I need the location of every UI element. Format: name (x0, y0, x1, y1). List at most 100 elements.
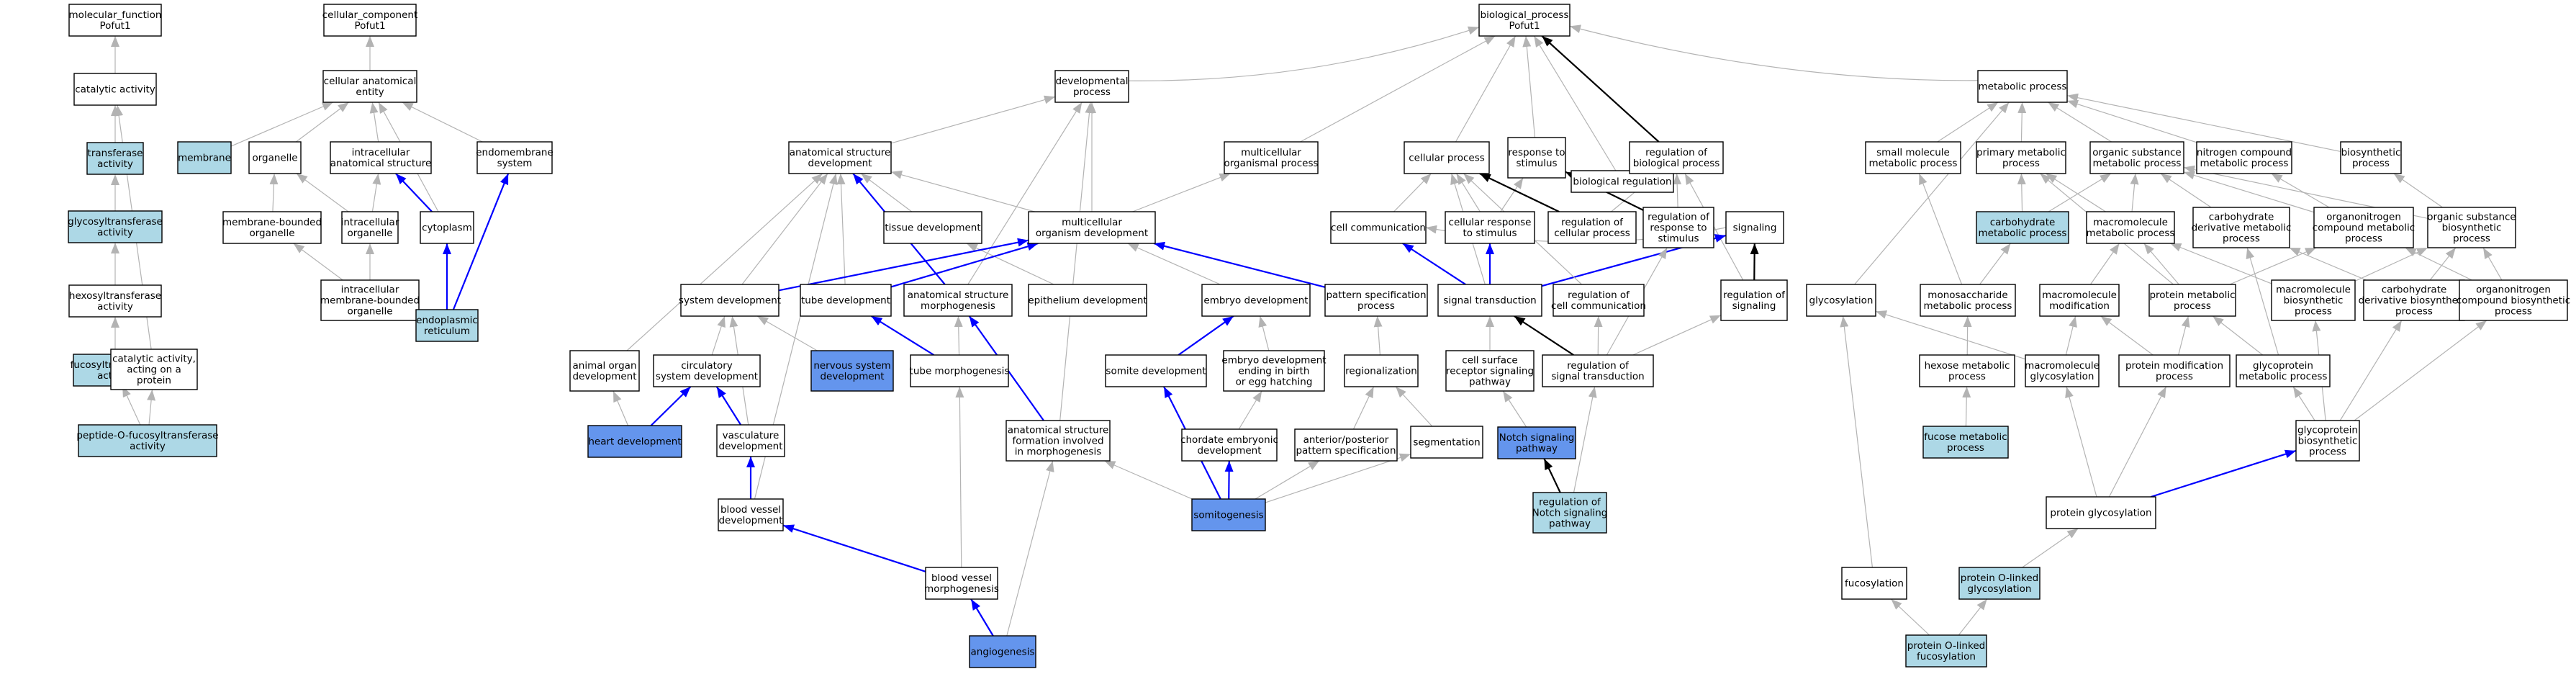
node-somi-label-line: somitogenesis (1193, 510, 1263, 521)
node-somi[interactable]: somitogenesis (1191, 498, 1266, 531)
node-reg[interactable]: regionalization (1344, 354, 1419, 387)
node-sig[interactable]: signaling (1725, 211, 1784, 244)
node-glyc[interactable]: glycosylation (1806, 284, 1876, 317)
node-tm[interactable]: tube morphogenesis (910, 354, 1010, 387)
node-seg[interactable]: segmentation (1410, 426, 1483, 459)
node-hd[interactable]: heart development (587, 425, 682, 458)
node-pglyc[interactable]: protein glycosylation (2046, 496, 2156, 529)
node-breg[interactable]: biological regulation (1571, 170, 1674, 193)
node-ang[interactable]: angiogenesis (969, 635, 1036, 668)
node-mp[interactable]: metabolic process (1977, 70, 2068, 103)
node-cat[interactable]: catalytic activity (73, 73, 157, 106)
node-breg-label-line: biological regulation (1573, 176, 1671, 188)
node-td[interactable]: tissue development (883, 211, 982, 244)
node-asf-label-line: in morphogenesis (1015, 446, 1102, 458)
node-st[interactable]: signal transduction (1437, 284, 1542, 317)
node-cc2[interactable]: cell communication (1330, 211, 1427, 244)
edge-gpbp-to-cdbp-is_a (2339, 320, 2403, 421)
node-cc2-label-line: cell communication (1331, 223, 1426, 234)
node-edb-label-line: embryo development (1221, 355, 1326, 367)
node-ncmp-label-line: nitrogen compound (2197, 147, 2292, 158)
node-org[interactable]: organelle (248, 141, 302, 174)
node-cp[interactable]: cellular process (1404, 141, 1490, 174)
node-sod[interactable]: somite development (1105, 354, 1207, 387)
node-epd[interactable]: epithelium development (1028, 284, 1147, 317)
node-mem[interactable]: membrane (177, 141, 232, 174)
node-imbo-label-line: organelle (347, 306, 392, 318)
node-cyt[interactable]: cytoplasm (420, 211, 474, 244)
node-ed[interactable]: embryo development (1201, 284, 1311, 317)
node-tubd[interactable]: tube development (800, 284, 892, 317)
node-fuco[interactable]: fucosylation (1841, 567, 1907, 600)
node-sd[interactable]: system development (679, 284, 781, 317)
